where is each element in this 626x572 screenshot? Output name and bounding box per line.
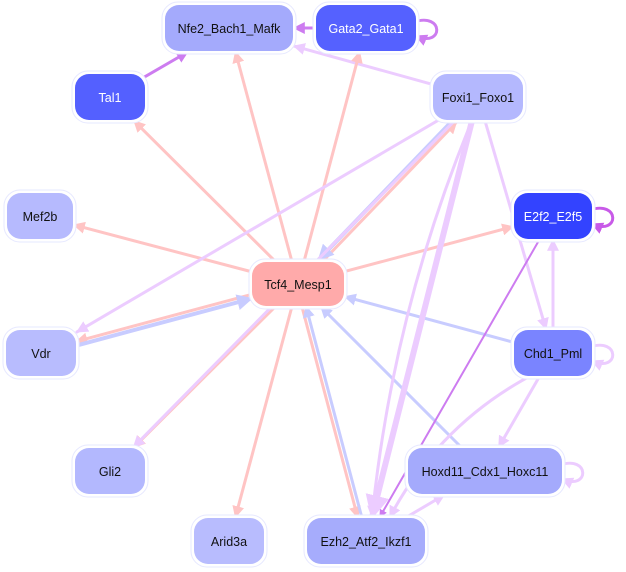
node-label: Gli2: [99, 465, 121, 479]
edge-tcf4-mesp1-to-mef2b: [72, 221, 254, 274]
node-label: Nfe2_Bach1_Mafk: [178, 22, 282, 36]
edge-foxi1-foxo1-to-ezh2-atf2-ikzf1: [367, 118, 474, 519]
node-gli2[interactable]: Gli2: [71, 444, 149, 498]
edges-layer: [72, 18, 615, 520]
node-label: Foxi1_Foxo1: [442, 91, 514, 105]
node-box: [307, 518, 425, 564]
edge-chd1-pml-to-ezh2-atf2-ikzf1: [388, 374, 532, 519]
edge-chd1-pml-to-chd1-pml: [588, 343, 615, 371]
node-box: [433, 74, 523, 120]
edge-chd1-pml-to-tcf4-mesp1: [343, 293, 516, 344]
edge-ezh2-atf2-ikzf1-to-tcf4-mesp1: [302, 304, 364, 519]
edge-foxi1-foxo1-to-nfe2-bach1-mafk: [292, 43, 435, 87]
edge-foxi1-foxo1-to-vdr: [75, 118, 441, 334]
node-box: [75, 448, 145, 494]
node-tcf4-mesp1[interactable]: Tcf4_Mesp1: [248, 258, 348, 310]
edge-foxi1-foxo1-to-ezh2-atf2-ikzf1: [365, 117, 476, 520]
node-arid3a[interactable]: Arid3a: [190, 514, 268, 568]
node-box: [7, 193, 73, 239]
edge-tcf4-mesp1-to-arid3a: [232, 304, 294, 519]
edge-ezh2-atf2-ikzf1-to-hoxd11-cdx1-hoxc11: [403, 493, 446, 520]
edge-chd1-pml-to-hoxd11-cdx1-hoxc11: [497, 374, 542, 449]
node-tal1[interactable]: Tal1: [71, 70, 149, 124]
node-label: Hoxd11_Cdx1_Hoxc11: [422, 465, 549, 479]
node-box: [316, 5, 416, 51]
edge-hoxd11-cdx1-hoxc11-to-hoxd11-cdx1-hoxc11: [558, 461, 585, 489]
node-label: Vdr: [31, 347, 50, 361]
node-box: [514, 193, 592, 239]
edge-tcf4-mesp1-to-ezh2-atf2-ikzf1: [300, 305, 361, 520]
node-box: [252, 262, 344, 306]
node-chd1-pml[interactable]: Chd1_Pml: [510, 326, 596, 380]
node-label: Tcf4_Mesp1: [264, 278, 331, 292]
node-box: [194, 518, 264, 564]
edge-tcf4-mesp1-to-e2f2-e2f5: [342, 223, 515, 274]
node-vdr[interactable]: Vdr: [2, 326, 80, 380]
node-hoxd11-cdx1-hoxc11[interactable]: Hoxd11_Cdx1_Hoxc11: [404, 444, 566, 498]
edge-gata2-gata1-to-gata2-gata1: [412, 18, 439, 46]
node-box: [408, 448, 562, 494]
edge-tal1-to-nfe2-bach1-mafk: [143, 50, 190, 79]
node-label: Tal1: [99, 91, 122, 105]
node-e2f2-e2f5[interactable]: E2f2_E2f5: [510, 189, 596, 243]
edge-tcf4-mesp1-to-foxi1-foxo1: [319, 120, 458, 265]
edge-vdr-to-tcf4-mesp1: [74, 294, 254, 348]
edge-tcf4-mesp1-to-nfe2-bach1-mafk: [232, 50, 294, 264]
node-foxi1-foxo1[interactable]: Foxi1_Foxo1: [429, 70, 527, 124]
node-label: E2f2_E2f5: [524, 210, 582, 224]
node-nfe2-bach1-mafk[interactable]: Nfe2_Bach1_Mafk: [161, 1, 297, 55]
node-label: Chd1_Pml: [524, 347, 582, 361]
edge-e2f2-e2f5-to-e2f2-e2f5: [588, 206, 615, 234]
node-box: [75, 74, 145, 120]
node-ezh2-atf2-ikzf1[interactable]: Ezh2_Atf2_Ikzf1: [303, 514, 429, 568]
node-label: Mef2b: [23, 210, 58, 224]
edge-tcf4-mesp1-to-gata2-gata1: [302, 50, 363, 264]
node-box: [6, 330, 76, 376]
node-box: [514, 330, 592, 376]
edge-tcf4-mesp1-to-tal1: [132, 119, 278, 264]
node-label: Arid3a: [211, 535, 247, 549]
node-label: Ezh2_Atf2_Ikzf1: [320, 535, 411, 549]
node-box: [165, 5, 293, 51]
node-label: Gata2_Gata1: [328, 22, 403, 36]
node-mef2b[interactable]: Mef2b: [3, 189, 77, 243]
edge-tcf4-mesp1-to-vdr: [74, 292, 253, 345]
node-gata2-gata1[interactable]: Gata2_Gata1: [312, 1, 420, 55]
edge-hoxd11-cdx1-hoxc11-to-tcf4-mesp1: [319, 305, 464, 450]
